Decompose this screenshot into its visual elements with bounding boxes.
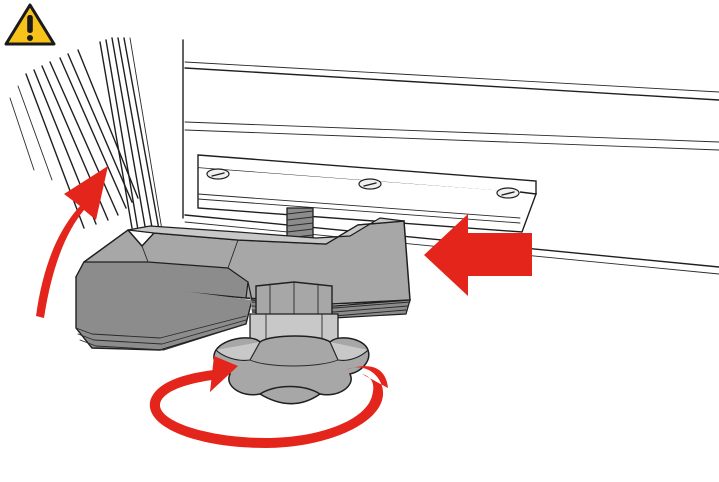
leveling-foot	[75, 217, 411, 351]
adjustment-knob	[213, 281, 370, 405]
warning-icon	[4, 3, 56, 46]
curved-arrow-up-icon	[36, 166, 108, 318]
rotate-arrow-icon	[149, 356, 388, 448]
side-panel-lines	[9, 37, 164, 237]
arrow-left-icon	[424, 214, 532, 296]
mounting-rail	[197, 154, 537, 233]
